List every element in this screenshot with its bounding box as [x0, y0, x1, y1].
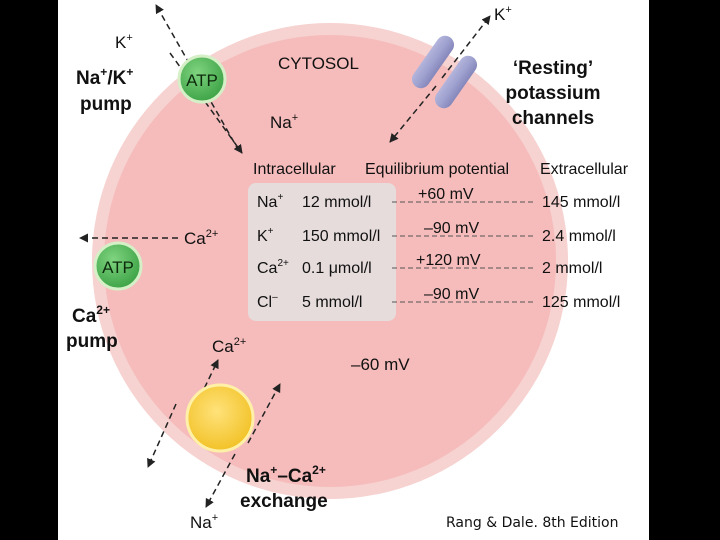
k-top-left-label: K+ [115, 32, 133, 52]
ca-exchange-label: Ca2+ [212, 336, 246, 356]
membrane-potential-label: –60 mV [351, 355, 410, 374]
row-ca-extra: 2 mmol/l [542, 260, 602, 277]
ca-pump-atp-label: ATP [102, 258, 134, 277]
resting-channels-label-2: potassium [505, 83, 600, 104]
exchanger-title: Na+–Ca2+ [246, 463, 326, 487]
cell-ion-diagram: ATP ATP K+ Na+/K+ pump CYTOSOL Na+ K+ ‘R… [66, 4, 629, 532]
ca-pump-atp-icon [93, 241, 143, 291]
row-na-extra: 145 mmol/l [542, 194, 620, 211]
k-channel-arrow-up [441, 15, 491, 79]
na-ca-exchanger-icon [185, 383, 255, 453]
header-equilibrium-potential: Equilibrium potential [365, 161, 509, 178]
na-k-pump-title: Na+/K+ [76, 65, 133, 89]
header-extracellular: Extracellular [540, 161, 629, 178]
row-cl-potential: –90 mV [424, 286, 479, 303]
row-na-ion: Na+ [257, 192, 283, 211]
na-k-pump-atp-icon [177, 54, 227, 104]
ca-pump-title: Ca2+ [72, 303, 110, 327]
na-exchange-arrow-up [247, 383, 281, 444]
resting-channels-label-1: ‘Resting’ [513, 58, 593, 79]
row-cl-extra: 125 mmol/l [542, 294, 620, 311]
resting-channels-label-3: channels [512, 108, 594, 129]
row-k-potential: –90 mV [424, 220, 479, 237]
na-exchange-arrow-down [205, 453, 236, 508]
exchanger-word: exchange [240, 491, 328, 512]
ca-out-label: Ca2+ [184, 228, 218, 248]
ca-pump-word: pump [66, 331, 118, 352]
row-k-intra: 150 mmol/l [302, 228, 380, 245]
source-credit: Rang & Dale. 8th Edition [446, 515, 619, 531]
potassium-channel-icon [411, 35, 478, 109]
row-ca-ion: Ca2+ [257, 258, 289, 277]
na-k-pump-word: pump [80, 94, 132, 115]
table-guide-lines [392, 201, 536, 303]
cytosol-label: CYTOSOL [278, 54, 359, 73]
row-k-ion: K+ [257, 226, 274, 245]
k-top-right-label: K+ [494, 4, 512, 24]
k-channel-arrow-down [389, 85, 437, 143]
row-ca-potential: +120 mV [416, 252, 481, 269]
row-na-potential: +60 mV [418, 186, 474, 203]
row-k-extra: 2.4 mmol/l [542, 228, 616, 245]
na-k-pump-atp-label: ATP [186, 71, 218, 90]
row-ca-intra: 0.1 μmol/l [302, 260, 372, 277]
header-intracellular: Intracellular [253, 161, 336, 178]
row-cl-ion: Cl– [257, 292, 278, 311]
ca-exchange-arrow-down [147, 403, 177, 468]
slide-figure: ATP ATP K+ Na+/K+ pump CYTOSOL Na+ K+ ‘R… [58, 0, 649, 540]
concentration-table-box [248, 183, 396, 321]
na-bottom-label: Na+ [190, 512, 218, 532]
na-inside-label: Na+ [270, 112, 298, 132]
row-cl-intra: 5 mmol/l [302, 294, 362, 311]
row-na-intra: 12 mmol/l [302, 194, 371, 211]
